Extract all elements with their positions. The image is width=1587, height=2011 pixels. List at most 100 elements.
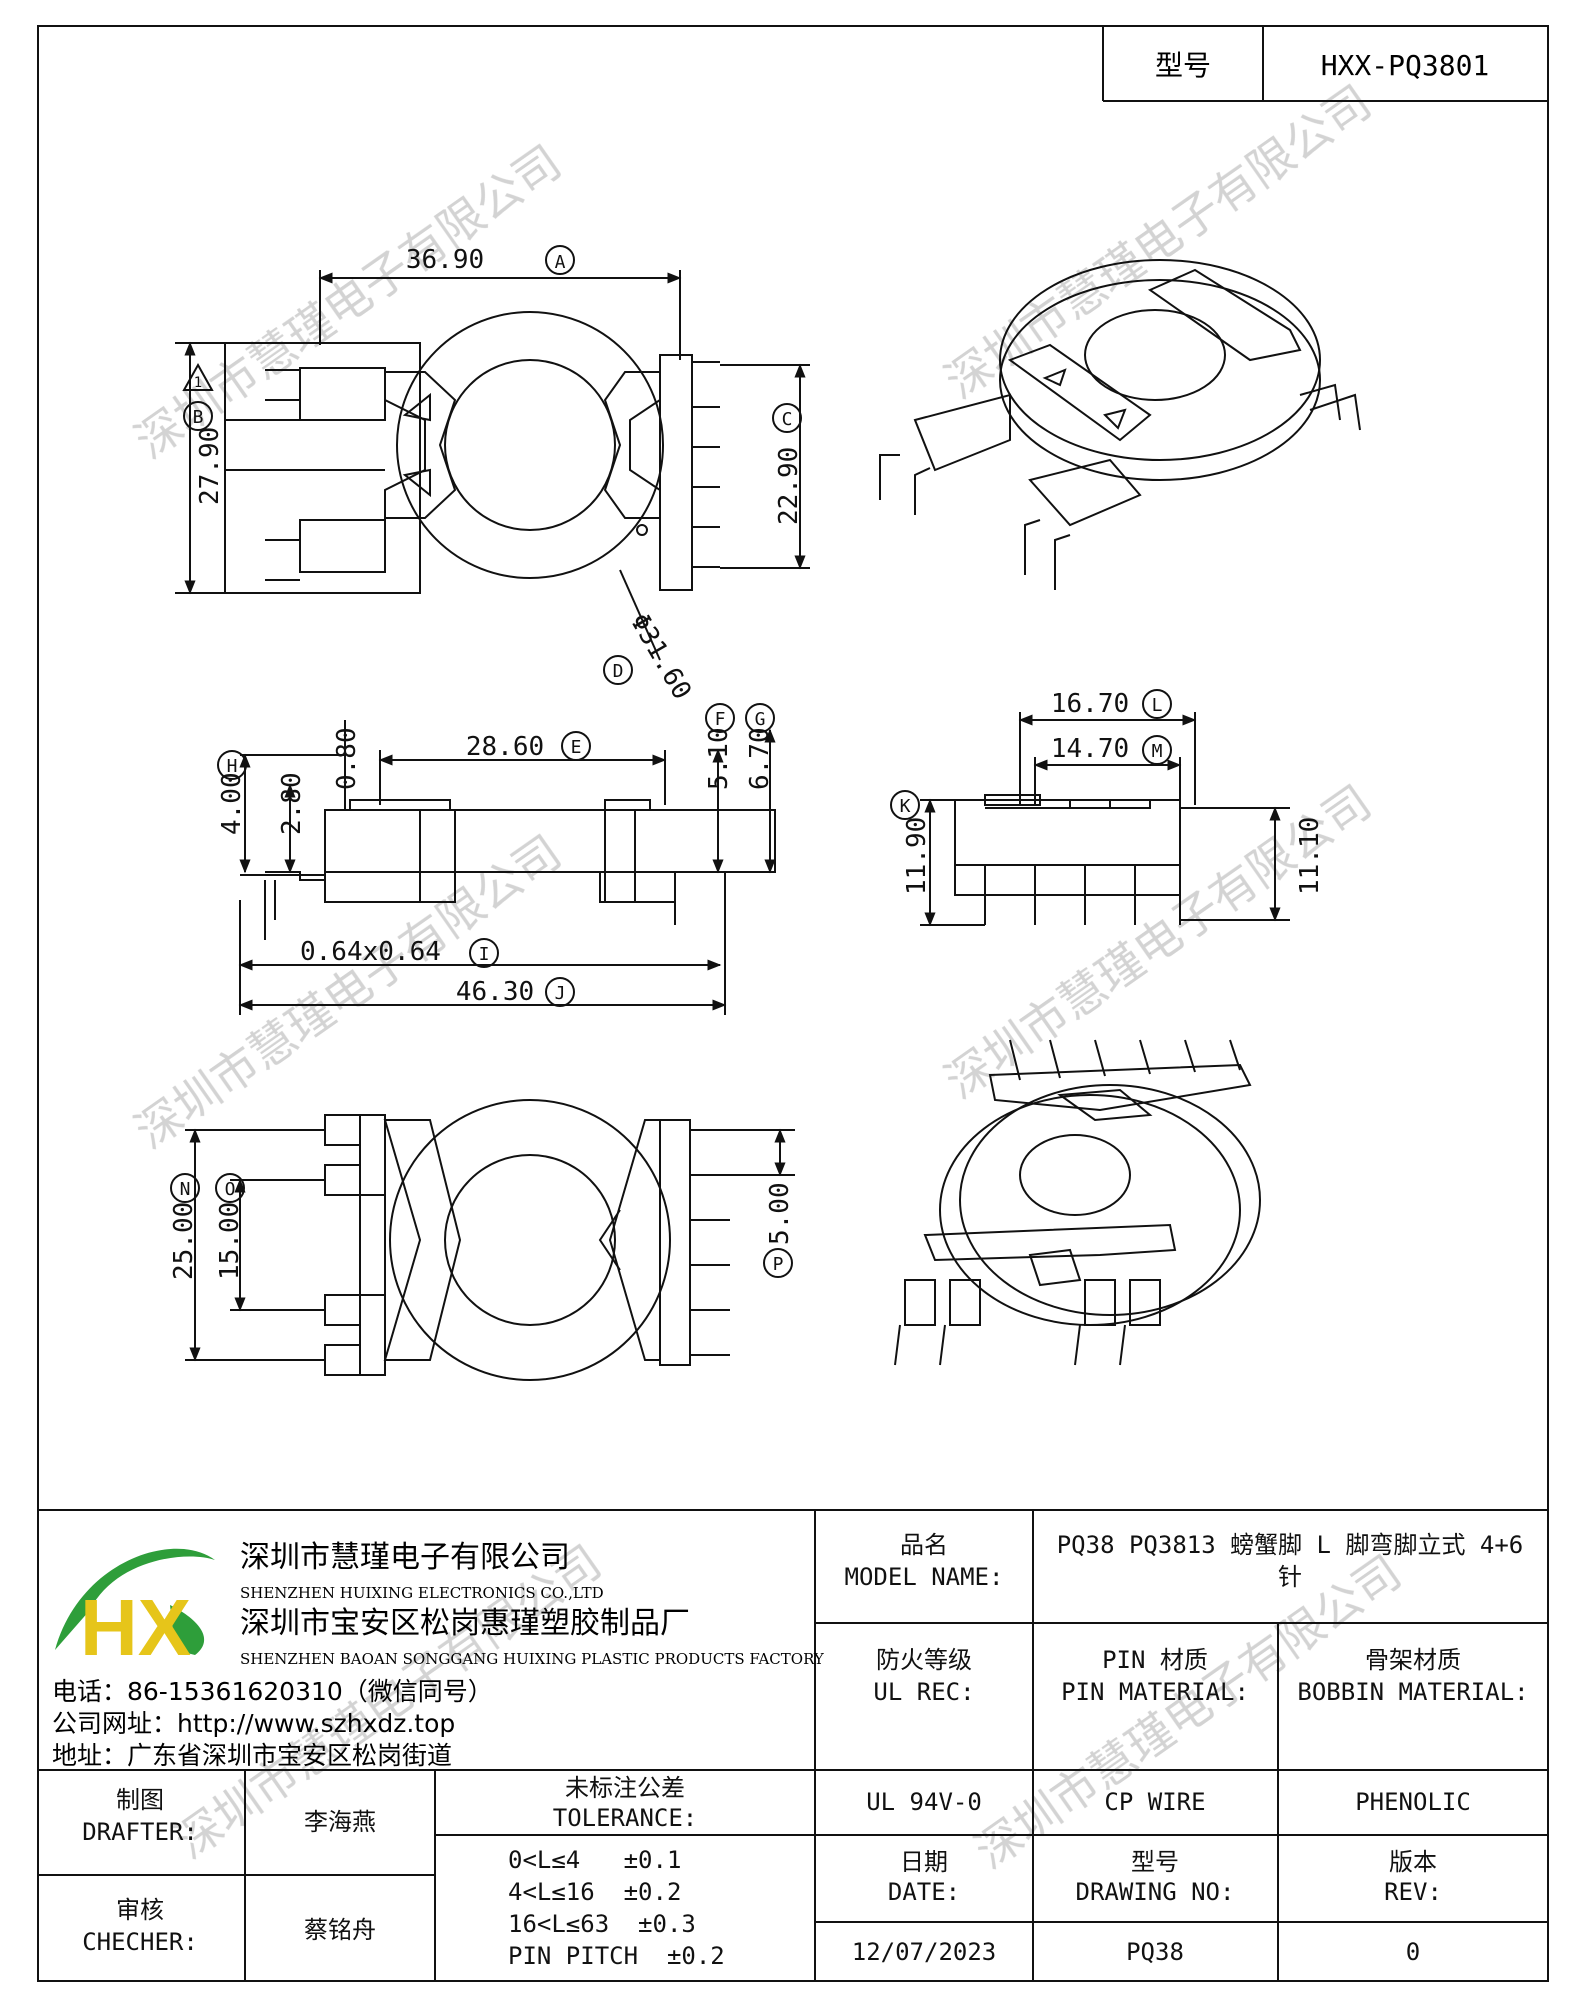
title-block-grid (38, 1509, 1548, 1981)
ul-value: UL 94V-0 (866, 1788, 982, 1816)
model-name-label-en: MODEL NAME: (845, 1563, 1004, 1591)
bottom-view-dims: 25.00 N 15.00 O 5.00 P (169, 1173, 795, 1280)
tag-d-circle (603, 655, 633, 685)
tag-d: D (613, 661, 624, 682)
company-name-cn: 深圳市慧瑾电子有限公司 (240, 1540, 570, 1575)
dim-end-w2: 14.70 (1051, 734, 1129, 764)
factory-name-en: SHENZHEN BAOAN SONGGANG HUIXING PLASTIC … (240, 1650, 825, 1668)
ul-label-en: UL REC: (873, 1678, 974, 1706)
dim-pin-section: 0.64x0.64 (300, 937, 441, 967)
tag-m: M (1152, 741, 1163, 762)
end-view (920, 712, 1290, 927)
tag-g: G (755, 709, 766, 730)
dim-top-width: 36.90 (406, 245, 484, 275)
tag-i-circle (469, 938, 499, 968)
tag-i: I (479, 944, 490, 965)
pin-label-en: PIN MATERIAL: (1061, 1678, 1249, 1706)
dim-bottom-h1: 25.00 (169, 1202, 199, 1280)
side-view (238, 720, 776, 1015)
tag-h: H (227, 756, 238, 777)
date-label-cn: 日期 (900, 1848, 948, 1876)
tag-f: F (715, 709, 726, 730)
bobbin-label-en: BOBBIN MATERIAL: (1297, 1678, 1528, 1706)
iso-view-bottom (894, 1039, 1261, 1366)
pin-label-cn: PIN 材质 (1102, 1646, 1208, 1674)
frame (37, 25, 1549, 1982)
tag-p: P (773, 1254, 784, 1275)
title-block-text: 品名 MODEL NAME: PQ38 PQ3813 螃蟹脚 L 脚弯脚立式 4… (82, 1531, 1528, 1966)
drawing-label-en: DRAWING NO: (1076, 1878, 1235, 1906)
dim-left-height: 27.90 (195, 427, 225, 505)
model-name-value-2: 针 (1278, 1563, 1302, 1591)
rev-value: 0 (1406, 1938, 1420, 1966)
tag-c-circle (772, 403, 802, 433)
side-view-dims: 28.60 E 5.10 F 6.70 G 4.00 H 2.80 0.80 0… (217, 703, 775, 1007)
tag-p-circle (763, 1248, 793, 1278)
tolerance-label-cn: 未标注公差 (565, 1774, 685, 1802)
watermark-2: 深圳市慧瑾电子有限公司 (935, 75, 1380, 409)
end-view-dims: 16.70 L 14.70 M 11.90 K 11.10 (890, 689, 1325, 895)
tag-a: A (555, 252, 566, 273)
tag-g-circle (745, 703, 775, 733)
tag-l: L (1152, 695, 1163, 716)
company-phone: 电话：86-15361620310（微信同号） (52, 1677, 493, 1706)
tag-c: C (782, 409, 793, 430)
dim-side-h1: 5.10 (704, 727, 734, 790)
tag-o-circle (215, 1173, 245, 1203)
tag-m-circle (1142, 735, 1172, 765)
logo-swoosh-2-icon (170, 1605, 205, 1655)
tolerance-row-2: 4<L≤16 ±0.2 (508, 1878, 681, 1906)
revision-flag-icon (182, 362, 214, 391)
company-logo: HX (55, 1548, 215, 1672)
checker-value: 蔡铭舟 (304, 1916, 376, 1944)
bobbin-label-cn: 骨架材质 (1365, 1646, 1461, 1674)
top-view-dims: 36.90 A 27.90 B 1 22.90 C Φ31.60 D (182, 245, 804, 705)
dim-side-h3: 4.00 (217, 772, 247, 835)
checker-label-cn: 审核 (116, 1896, 164, 1924)
tag-j-circle (545, 977, 575, 1007)
dim-end-h2: 11.10 (1295, 817, 1325, 895)
drawing-value: PQ38 (1126, 1938, 1184, 1966)
drafter-label-cn: 制图 (116, 1786, 164, 1814)
tag-a-circle (545, 245, 575, 275)
dim-side-h4: 2.80 (277, 772, 307, 835)
dim-end-w1: 16.70 (1051, 689, 1129, 719)
date-label-en: DATE: (888, 1878, 960, 1906)
logo-text: HX (80, 1583, 191, 1672)
revision-flag: 1 (194, 375, 202, 391)
drawing-label-cn: 型号 (1131, 1848, 1179, 1876)
bottom-view (185, 1099, 795, 1381)
tolerance-list: 0<L≤4 ±0.1 4<L≤16 ±0.2 16<L≤63 ±0.3 PIN … (508, 1846, 725, 1970)
ul-label-cn: 防火等级 (876, 1646, 972, 1674)
top-view (175, 270, 810, 661)
tolerance-row-4: PIN PITCH ±0.2 (508, 1942, 725, 1970)
company-website: 公司网址：http://www.szhxdz.top (52, 1709, 455, 1738)
tag-f-circle (705, 703, 735, 733)
dim-overall-len: 46.30 (456, 977, 534, 1007)
tag-j: J (555, 983, 566, 1004)
rev-label-cn: 版本 (1389, 1848, 1437, 1876)
company-name-en: SHENZHEN HUIXING ELECTRONICS CO.,LTD (240, 1584, 604, 1602)
header-model-value: HXX-PQ3801 (1321, 49, 1490, 82)
dim-side-h5: 0.80 (332, 727, 362, 790)
drafter-value: 李海燕 (304, 1808, 376, 1836)
tag-b: B (193, 407, 204, 428)
dim-pitch: 5.00 (765, 1182, 795, 1245)
factory-name-cn: 深圳市宝安区松岗惠瑾塑胶制品厂 (240, 1606, 690, 1641)
dim-bottom-h2: 15.00 (215, 1202, 245, 1280)
tag-n-circle (170, 1173, 200, 1203)
checker-label-en: CHECHER: (82, 1928, 198, 1956)
tag-k: K (900, 796, 911, 817)
tag-n: N (180, 1179, 191, 1200)
tolerance-row-1: 0<L≤4 ±0.1 (508, 1846, 681, 1874)
header-model-label: 型号 (1155, 49, 1211, 82)
tag-e: E (571, 737, 582, 758)
dim-diameter: Φ31.60 (624, 609, 697, 705)
dim-side-span: 28.60 (466, 732, 544, 762)
tag-h-circle (217, 750, 247, 780)
company-address: 地址：广东省深圳市宝安区松岗街道 (52, 1741, 452, 1770)
rev-label-en: REV: (1384, 1878, 1442, 1906)
tag-k-circle (890, 790, 920, 820)
tag-l-circle (1142, 689, 1172, 719)
